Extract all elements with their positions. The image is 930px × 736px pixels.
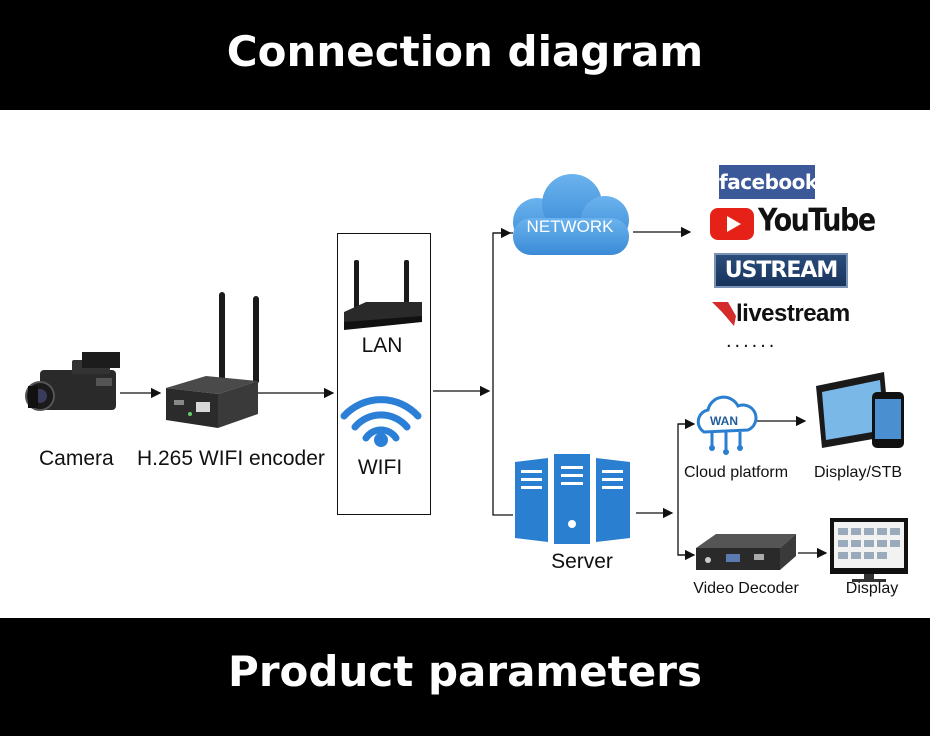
page-title: Connection diagram: [226, 27, 704, 76]
monitor-icon: [830, 518, 908, 582]
display-label: Display: [845, 580, 899, 597]
tablet-phone-icon: [816, 372, 904, 448]
camera-label: Camera: [39, 447, 114, 470]
display-stb-label: Display/STB: [813, 464, 903, 481]
more-platforms-ellipsis: ......: [726, 330, 778, 352]
split-vertical-line: [492, 232, 513, 516]
wan-cloud-icon: [696, 395, 758, 450]
lan-label: LAN: [361, 334, 403, 357]
top-banner: Connection diagram: [0, 0, 930, 110]
livestream-logo-word: livestream: [736, 300, 850, 327]
router-icon: [344, 260, 422, 330]
cloud-platform-label: Cloud platform: [683, 464, 789, 481]
server-icon: [515, 454, 630, 544]
youtube-icon: [710, 208, 754, 240]
network-cloud-label: NETWORK: [526, 217, 614, 236]
wan-label: WAN: [710, 414, 738, 428]
livestream-logo-text: livestream: [736, 300, 850, 328]
wifi-icon: [340, 396, 422, 442]
encoder-label: H.265 WIFI encoder: [137, 447, 325, 470]
video-decoder-label: Video Decoder: [693, 580, 799, 597]
branch-vertical-line: [677, 423, 688, 556]
bottom-banner: Product parameters: [0, 618, 930, 736]
cloud-icon: [513, 174, 629, 255]
encoder-icon: [166, 292, 259, 428]
connector-lines: [120, 226, 828, 561]
network-box: [337, 233, 431, 515]
camera-icon: [25, 352, 120, 411]
youtube-logo-text: YouTube: [758, 203, 876, 239]
facebook-logo: facebook: [719, 165, 818, 199]
section-title: Product parameters: [228, 647, 702, 696]
server-label: Server: [551, 550, 613, 573]
wifi-label: WIFI: [357, 456, 403, 479]
ustream-logo: USTREAM: [714, 253, 848, 288]
livestream-icon: [712, 302, 736, 326]
decoder-icon: [696, 534, 796, 570]
